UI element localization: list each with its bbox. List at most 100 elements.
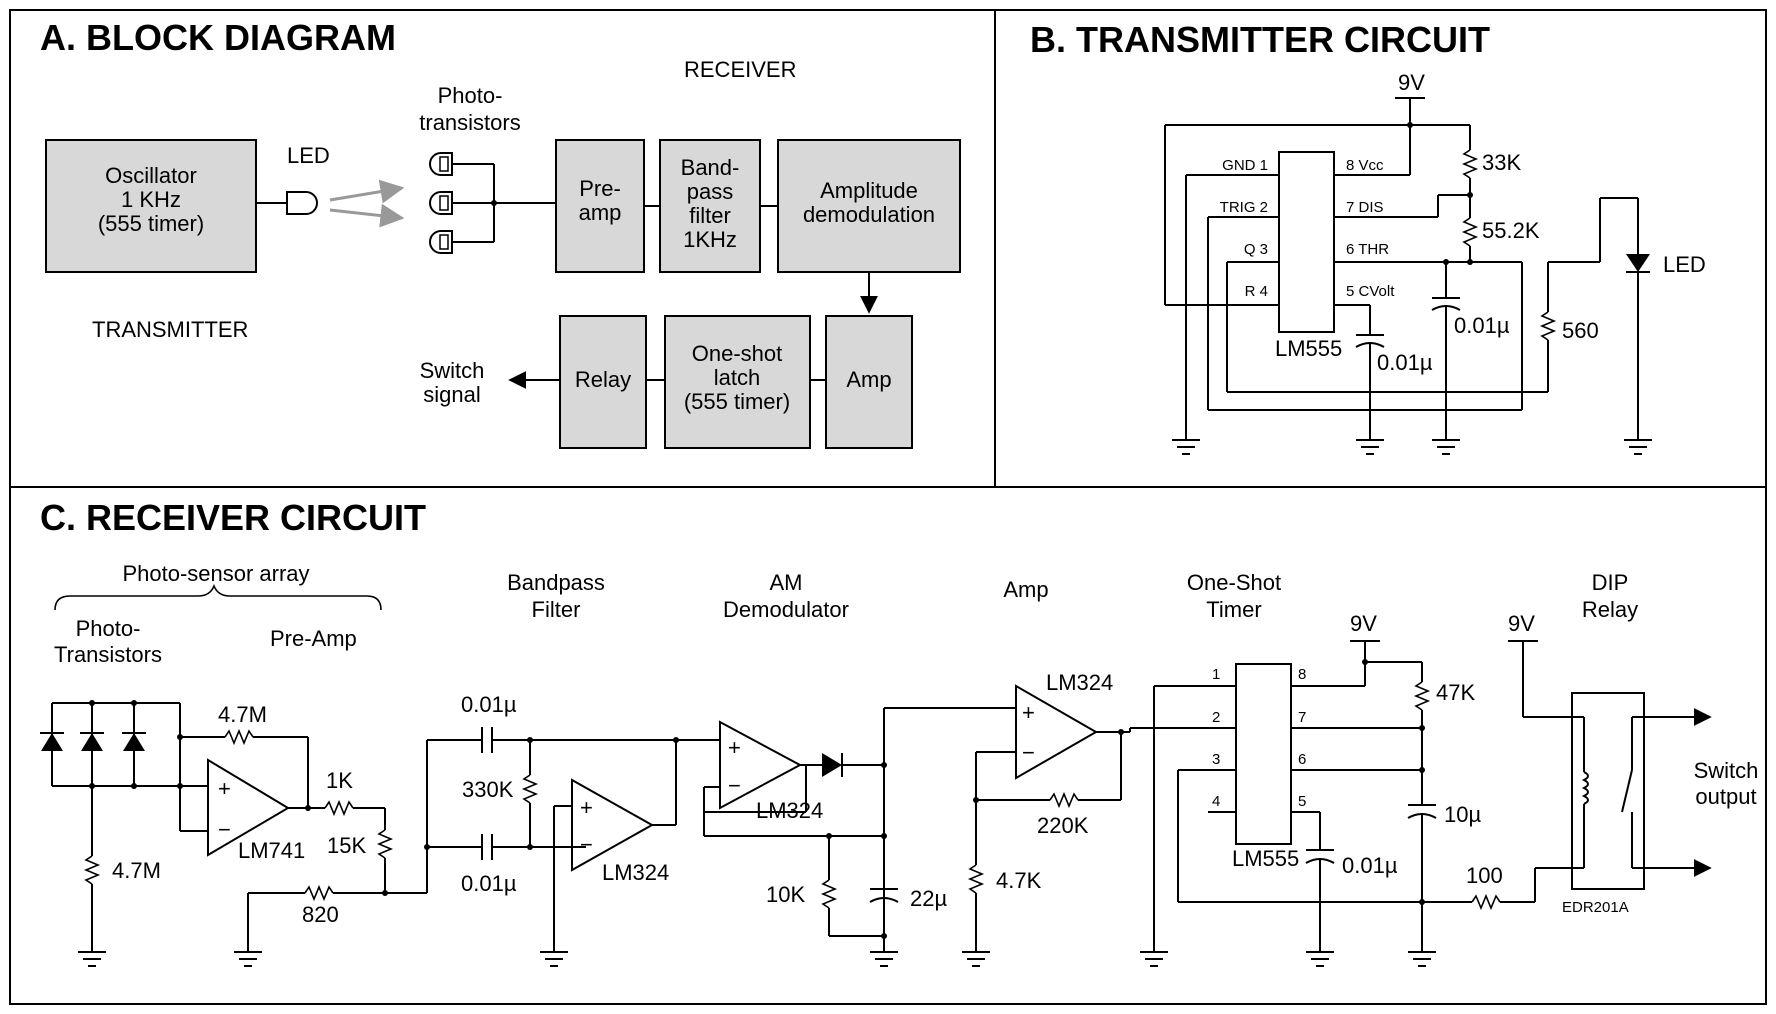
preamp-text-1: Pre- <box>579 176 621 201</box>
tx-r3-label: 560 <box>1562 318 1599 343</box>
rx-lm324b-label: LM324 <box>756 798 823 823</box>
ground-icon <box>78 951 106 967</box>
rx-resistor-47k-small <box>967 864 985 894</box>
receiver-label: RECEIVER <box>684 57 796 82</box>
switch-output-label-2: output <box>1695 784 1756 809</box>
rx-resistor-330k <box>521 774 539 804</box>
rx-r47k-small-label: 4.7K <box>996 868 1042 893</box>
tx-pin-dis: 7 DIS <box>1346 199 1384 216</box>
ground-icon <box>1172 439 1200 455</box>
light-arrow-icon <box>329 179 405 204</box>
rx-lm324c-label: LM324 <box>1046 670 1113 695</box>
tx-resistor-560 <box>1539 311 1557 341</box>
ground-icon <box>870 951 898 967</box>
plus-sign: + <box>218 776 231 801</box>
rx-9v-b-label: 9V <box>1508 611 1535 636</box>
transmitter-label: TRANSMITTER <box>92 317 248 342</box>
photo-array-label: Photo-sensor array <box>122 561 309 586</box>
relay-switch-icon <box>1621 769 1633 813</box>
rx-c22-label: 22µ <box>910 886 947 911</box>
tx-r2-label: 55.2K <box>1482 218 1540 243</box>
rx-pin-1: 1 <box>1212 666 1220 683</box>
oscillator-block <box>45 139 257 273</box>
rx-opamp-lm741 <box>207 758 290 857</box>
oneshot-text-2: latch <box>714 365 760 390</box>
relay-text: Relay <box>575 367 631 392</box>
ground-icon <box>1140 951 1168 967</box>
rx-r100-label: 100 <box>1466 863 1503 888</box>
light-arrow-icon <box>329 203 405 228</box>
amplitude-demodulation-block <box>777 139 961 273</box>
rx-9v-a-label: 9V <box>1350 611 1377 636</box>
rx-c01b-label: 0.01µ <box>461 871 517 896</box>
rx-resistor-820 <box>304 884 334 902</box>
outer-frame <box>9 9 1767 1005</box>
section-a-title: A. BLOCK DIAGRAM <box>40 17 396 58</box>
rx-opamp-lm324-amp <box>1015 684 1099 780</box>
rx-r330k-label: 330K <box>462 777 514 802</box>
rx-diode-icon <box>822 753 843 777</box>
rx-lm324a-label: LM324 <box>602 860 669 885</box>
tx-resistor-33k <box>1461 149 1479 179</box>
rx-pin-7: 7 <box>1298 709 1306 726</box>
rx-r1k-label: 1K <box>326 768 353 793</box>
switch-signal-text-1: Switch <box>420 358 485 383</box>
rx-r47m-b-label: 4.7M <box>112 858 161 883</box>
rx-resistor-47m-feedback <box>224 728 254 746</box>
tx-pin-r: R 4 <box>1245 283 1268 300</box>
tx-lm555-ic <box>1278 151 1335 333</box>
rx-pin-3: 3 <box>1212 751 1220 768</box>
rx-pin-6: 6 <box>1298 751 1306 768</box>
tx-pin-thr: 6 THR <box>1346 241 1389 258</box>
minus-sign: − <box>218 817 231 842</box>
rx-capacitor-001-bottom <box>481 834 493 860</box>
tx-resistor-55k <box>1461 217 1479 247</box>
plus-sign: + <box>1022 700 1035 725</box>
section-c-title: C. RECEIVER CIRCUIT <box>40 497 426 538</box>
ground-icon <box>1432 439 1460 455</box>
oscillator-text-1: Oscillator <box>105 163 197 188</box>
rx-r10k-label: 10K <box>766 882 805 907</box>
ground-icon <box>1306 951 1334 967</box>
amp-text: Amp <box>846 367 891 392</box>
rx-c01c-label: 0.01µ <box>1342 853 1398 878</box>
bandpass-text-2: pass <box>687 179 733 204</box>
preamp-text-2: amp <box>579 200 622 225</box>
block-diagram: RECEIVER TRANSMITTER LED Photo- transist… <box>45 57 961 449</box>
plus-sign: + <box>728 735 741 760</box>
rx-resistor-10k <box>820 879 838 909</box>
rx-lm555-ic <box>1235 663 1292 845</box>
bandpass-text-4: 1KHz <box>683 227 737 252</box>
bandpass-label-2: Filter <box>532 597 581 622</box>
rx-r220k-label: 220K <box>1037 813 1089 838</box>
rx-lm741-label: LM741 <box>238 838 305 863</box>
rx-r47m-a-label: 4.7M <box>218 702 267 727</box>
rx-r820-label: 820 <box>302 902 339 927</box>
switch-output-label-1: Switch <box>1694 758 1759 783</box>
amdemod-label-1: AM <box>770 570 803 595</box>
rx-resistor-100 <box>1471 893 1501 911</box>
dip-label-2: Relay <box>1582 597 1638 622</box>
bandpass-text-1: Band- <box>681 155 740 180</box>
oneshot-block <box>664 315 811 449</box>
phototransistors-label-1: Photo- <box>438 83 503 108</box>
rx-pin-2: 2 <box>1212 709 1220 726</box>
rx-c10-label: 10µ <box>1444 802 1481 827</box>
photo-tr-label-1: Photo- <box>76 616 141 641</box>
tx-c1-label: 0.01µ <box>1454 313 1510 338</box>
rx-resistor-220k <box>1049 791 1079 809</box>
tx-pin-q: Q 3 <box>1244 241 1268 258</box>
rx-opamp-lm324-bandpass <box>571 778 655 872</box>
oneshot-text-3: (555 timer) <box>684 389 790 414</box>
receiver-circuit: Photo-sensor array Photo- Transistors Pr… <box>40 561 1759 967</box>
rx-r47k-label: 47K <box>1436 680 1475 705</box>
amplitude-text-1: Amplitude <box>820 178 918 203</box>
switch-signal-text-2: signal <box>423 382 480 407</box>
oneshot-label-2: Timer <box>1206 597 1261 622</box>
tx-9v-label: 9V <box>1398 70 1425 95</box>
ground-icon <box>1356 439 1384 455</box>
minus-sign: − <box>728 773 741 798</box>
amplitude-text-2: demodulation <box>803 202 935 227</box>
photodiode-icons <box>40 703 146 786</box>
